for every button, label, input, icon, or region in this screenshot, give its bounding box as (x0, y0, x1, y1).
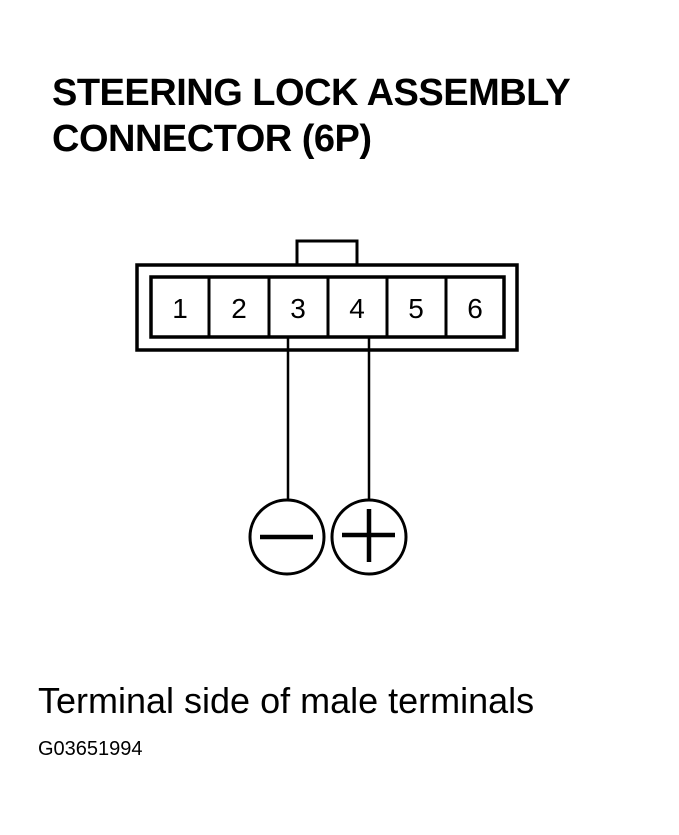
pin-5-label: 5 (408, 293, 424, 324)
diagram-caption: Terminal side of male terminals (38, 680, 535, 721)
connector-lock-tab (295, 239, 359, 269)
pin-dividers (207, 277, 448, 337)
figure-id: G03651994 (38, 738, 143, 760)
pin-3-label: 3 (290, 293, 306, 324)
pin-1-label: 1 (172, 293, 188, 324)
pin-4-label: 4 (349, 293, 365, 324)
negative-terminal (248, 498, 326, 576)
title-line-1: STEERING LOCK ASSEMBLY (52, 72, 571, 114)
pin-2-label: 2 (231, 293, 247, 324)
diagram-title: STEERING LOCK ASSEMBLY CONNECTOR (6P) (52, 70, 571, 162)
title-line-2: CONNECTOR (6P) (52, 118, 372, 160)
positive-terminal (330, 498, 408, 576)
pin-6-label: 6 (467, 293, 483, 324)
